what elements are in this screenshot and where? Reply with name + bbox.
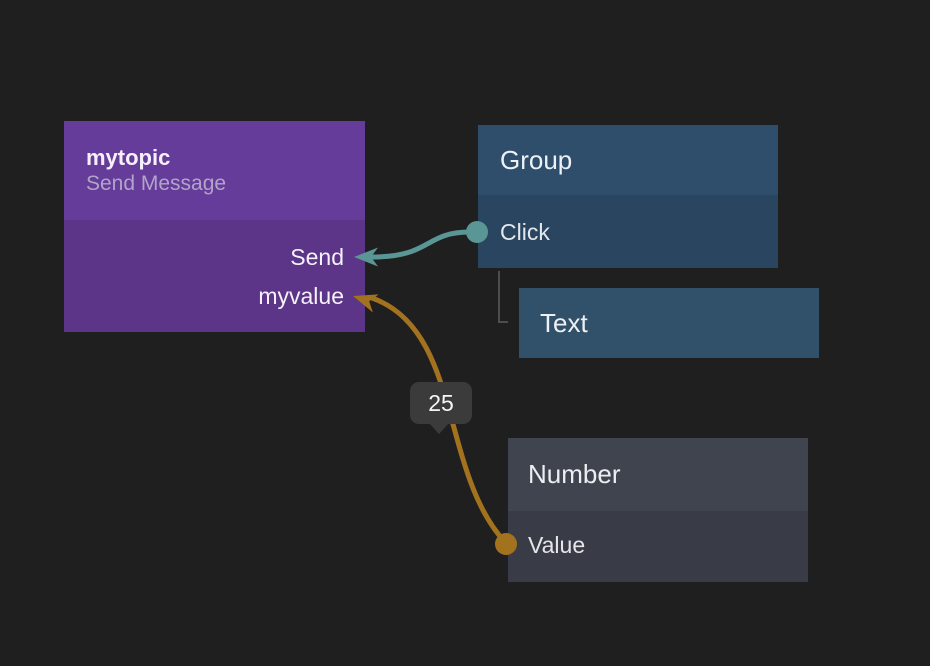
node-group-body: Click [478, 195, 778, 268]
node-title: Text [540, 307, 588, 338]
node-mytopic-header[interactable]: mytopic Send Message [64, 121, 365, 220]
node-subtitle: Send Message [86, 172, 227, 196]
node-mytopic-body: Send myvalue [64, 220, 365, 332]
node-group[interactable]: Group Click [478, 125, 778, 268]
tooltip-pointer-icon [429, 423, 449, 434]
wire-click-to-send[interactable] [369, 229, 473, 260]
node-mytopic[interactable]: mytopic Send Message Send myvalue [64, 121, 365, 332]
node-title: mytopic [86, 144, 171, 170]
wire-value-text: 25 [428, 389, 454, 416]
node-text[interactable]: Text [519, 288, 819, 358]
node-number-body: Value [508, 511, 808, 582]
node-title: Group [500, 144, 573, 175]
port-label: Click [500, 218, 550, 245]
input-port-myvalue[interactable]: myvalue [64, 277, 344, 316]
port-label: Value [528, 531, 586, 558]
input-port-send[interactable]: Send [64, 238, 344, 277]
node-group-header[interactable]: Group [478, 125, 778, 195]
node-number[interactable]: Number Value [508, 438, 808, 582]
group-text-tree-line [498, 271, 508, 323]
output-port-value[interactable]: Value [508, 525, 808, 565]
port-label: myvalue [258, 283, 344, 309]
wire-value-tooltip: 25 [410, 382, 472, 434]
output-port-click[interactable]: Click [478, 212, 778, 252]
node-number-header[interactable]: Number [508, 438, 808, 511]
port-label: Send [290, 244, 344, 270]
node-title: Number [528, 459, 621, 489]
